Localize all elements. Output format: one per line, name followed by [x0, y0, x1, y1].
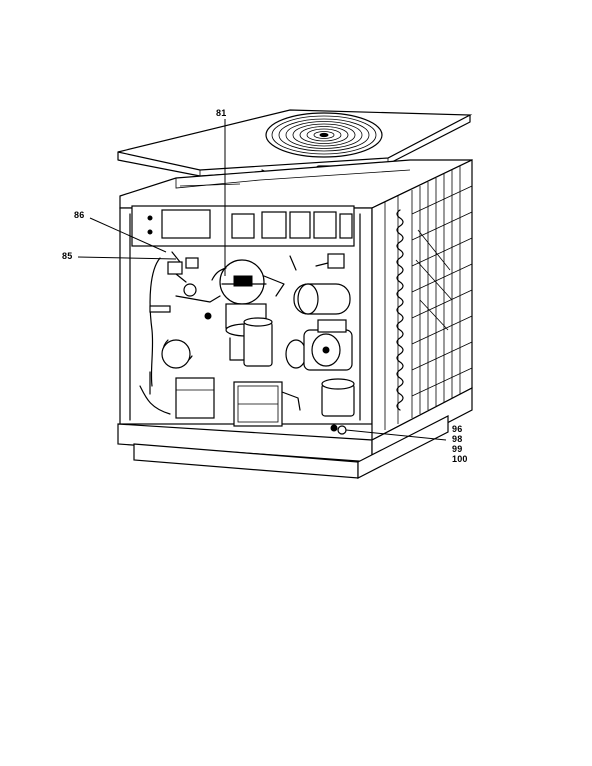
callout-85: 85 [62, 251, 73, 261]
control-box [131, 205, 355, 247]
callout-96: 96 [452, 424, 463, 434]
fan-grille-icon [265, 112, 383, 158]
condenser-coil-icon [371, 159, 473, 441]
compressor-icon [211, 259, 285, 367]
callout-100: 100 [452, 454, 468, 464]
callout-98: 98 [452, 434, 463, 444]
cabinet-base [117, 387, 473, 479]
right-interior-components [285, 253, 355, 417]
leader-lines [77, 119, 447, 441]
callout-81: 81 [216, 108, 227, 118]
callout-99: 99 [452, 444, 463, 454]
callout-86: 86 [74, 210, 85, 220]
transformer-block [233, 381, 347, 435]
left-interior-components [139, 251, 221, 419]
